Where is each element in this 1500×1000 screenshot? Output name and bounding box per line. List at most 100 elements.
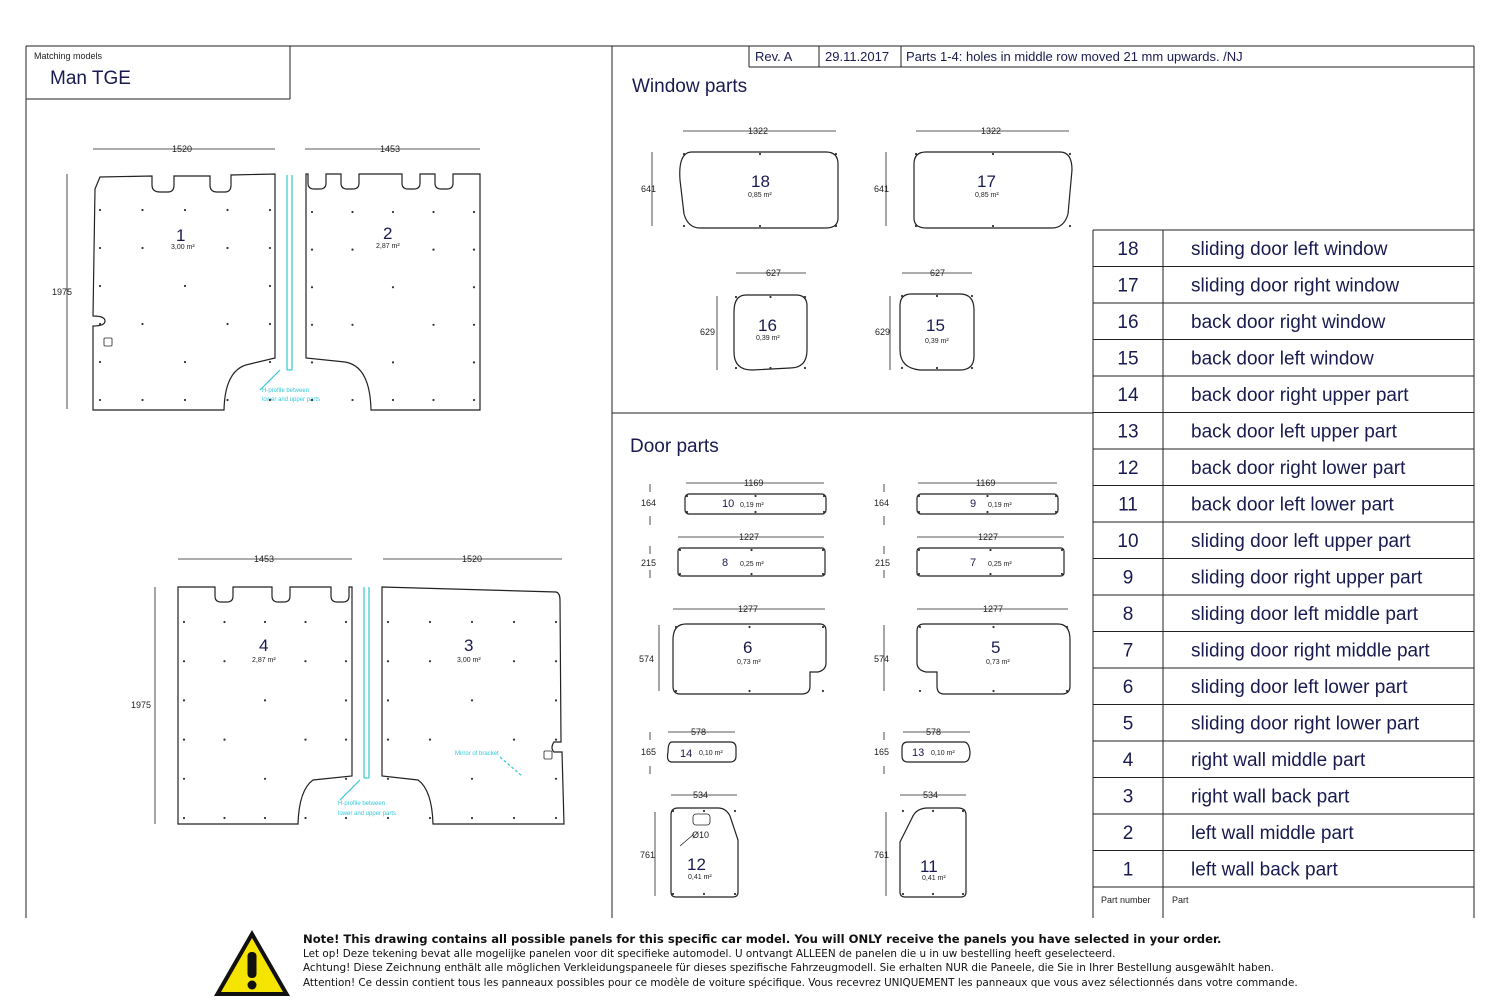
part-6-number: 6 (743, 638, 752, 657)
mounting-hole (98, 284, 102, 288)
mounting-hole (304, 816, 307, 820)
parts-table-row-name: back door left lower part (1191, 495, 1394, 516)
parts-table-row-name: right wall middle part (1191, 750, 1366, 771)
part-16-height: 629 (700, 327, 715, 337)
mounting-hole (470, 699, 474, 702)
part-18-area: 0,85 m² (748, 192, 772, 199)
mounting-hole (386, 738, 390, 741)
mounting-hole (935, 294, 939, 298)
mounting-hole (970, 366, 974, 370)
mounting-hole (992, 689, 995, 693)
mounting-hole (310, 361, 314, 364)
parts-table-row-name: right wall back part (1191, 787, 1350, 808)
mounting-hole (901, 809, 905, 813)
part-7-width: 1227 (978, 532, 998, 542)
mounting-hole (428, 816, 432, 820)
mounting-hole (734, 366, 738, 370)
part-15-height: 629 (875, 327, 890, 337)
part-8-width: 1227 (739, 532, 759, 542)
mounting-hole (344, 777, 348, 780)
model-name: Man TGE (50, 68, 131, 89)
upper-wall-parts: 1520 1453 1975 1 3,00 m² 2 2,87 m² H-pro… (52, 144, 481, 411)
panel-part-12 (670, 807, 739, 898)
part-5-width: 1277 (983, 604, 1003, 614)
door-parts-title: Door parts (630, 436, 719, 457)
part-2-number: 2 (383, 224, 392, 243)
part-14-height: 165 (641, 747, 656, 757)
mounting-hole (733, 892, 737, 896)
parts-table-row-name: back door right lower part (1191, 458, 1406, 479)
mounting-hole (678, 548, 682, 552)
part-11-height: 761 (874, 850, 889, 860)
mounting-hole (674, 689, 678, 693)
mounting-hole (554, 620, 558, 624)
mounting-hole (702, 892, 706, 896)
mounting-hole (970, 294, 974, 298)
dim-width-part2: 1453 (380, 144, 400, 154)
part-13-area: 0,10 m² (931, 750, 955, 757)
mounting-hole (834, 224, 838, 228)
mounting-hole (268, 322, 272, 326)
mounting-hole (310, 323, 314, 326)
mounting-hole (98, 246, 102, 250)
mounting-hole (391, 361, 395, 364)
mounting-hole (917, 510, 921, 514)
parts-table-row-name: back door right upper part (1191, 385, 1409, 406)
part-7-number: 7 (970, 557, 976, 569)
parts-table-row-number: 15 (1117, 349, 1138, 370)
part-15-area: 0,39 m² (925, 338, 949, 345)
mounting-hole (1054, 494, 1058, 498)
parts-table-row-number: 5 (1123, 714, 1134, 735)
window-parts-title: Window parts (632, 76, 747, 97)
part-12-hole: Ø10 (692, 830, 709, 840)
part-11-width: 534 (923, 790, 938, 800)
mounting-hole (822, 494, 826, 498)
notice-de: Achtung! Diese Zeichnung enthält alle mö… (303, 962, 1274, 975)
mounting-hole (733, 809, 737, 813)
part-6-area: 0,73 m² (737, 659, 761, 666)
mounting-hole (758, 152, 762, 156)
part-9-area: 0,19 m² (988, 502, 1012, 509)
mounting-hole (986, 494, 989, 498)
mounting-hole (803, 295, 807, 299)
mounting-hole (344, 620, 348, 624)
part-1-area: 3,00 m² (171, 244, 195, 251)
mounting-hole (182, 777, 186, 780)
mounting-hole (554, 777, 558, 780)
mounting-hole (769, 295, 772, 299)
part-17-area: 0,85 m² (975, 192, 999, 199)
mounting-hole (98, 322, 102, 326)
mounting-hole (223, 620, 226, 624)
mounting-hole (183, 208, 187, 212)
part-4-area: 2,87 m² (252, 657, 276, 664)
mounting-hole (900, 366, 904, 370)
panel-part-14 (666, 741, 737, 763)
mounting-hole (344, 699, 348, 702)
parts-table-row-name: sliding door right upper part (1191, 568, 1423, 589)
revision-date: 29.11.2017 (825, 49, 889, 64)
mounting-hole (674, 625, 678, 629)
part-10-width: 1169 (744, 478, 763, 488)
mounting-hole (268, 398, 272, 402)
part-17-width: 1322 (981, 126, 1001, 136)
parts-table-row-number: 8 (1123, 604, 1134, 625)
mounting-hole (917, 548, 921, 552)
mounting-hole (917, 572, 921, 576)
part-18-number: 18 (751, 172, 770, 191)
part-15-number: 15 (926, 316, 945, 335)
mounting-hole (263, 777, 267, 780)
part-8-height: 215 (641, 558, 656, 568)
part-16-area: 0,39 m² (756, 335, 780, 342)
parts-table-footer-part: Part (1172, 895, 1189, 905)
mounting-hole (344, 660, 348, 663)
mounting-hole (754, 510, 757, 514)
mounting-hole (512, 620, 516, 624)
part-8-number: 8 (722, 557, 728, 569)
mounting-hole (734, 295, 738, 299)
parts-table-row-number: 18 (1117, 239, 1138, 260)
profile-note-lower-1: H-profile between (338, 801, 385, 807)
part-10-number: 10 (722, 498, 734, 510)
part-2-area: 2,87 m² (376, 243, 400, 250)
mounting-hole (304, 620, 307, 624)
mounting-hole (304, 738, 307, 741)
